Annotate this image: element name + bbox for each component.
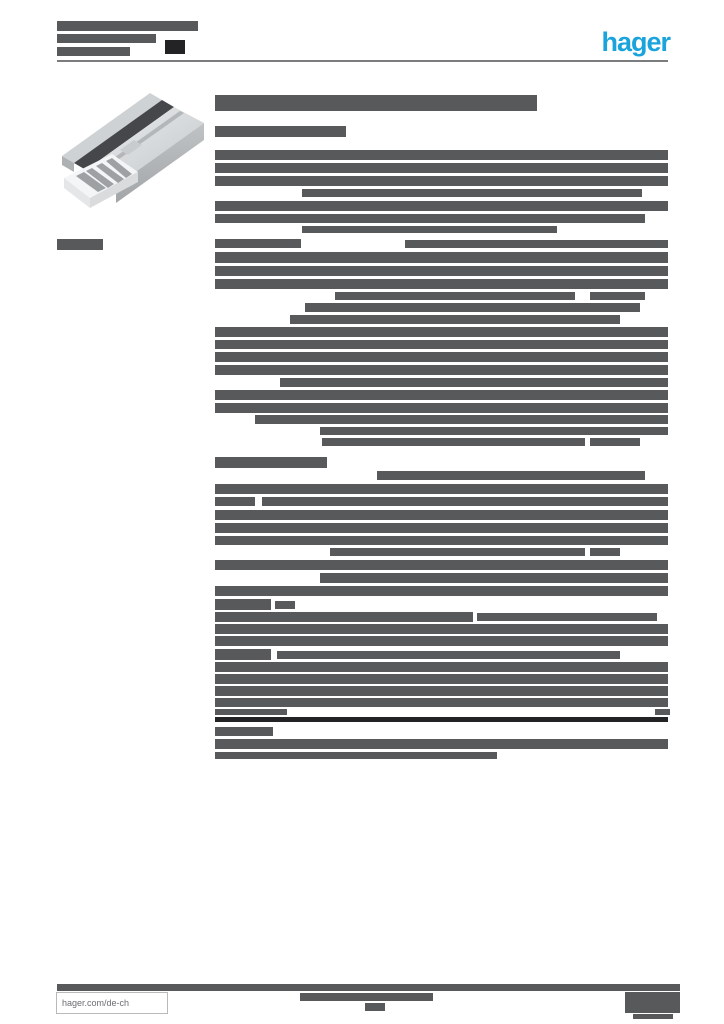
text-line-bar: [215, 340, 668, 349]
text-line-bar: [590, 292, 645, 300]
text-line-bar: [280, 378, 668, 387]
text-line-bar: [215, 536, 668, 545]
section-heading-bar: [215, 457, 327, 468]
text-line-bar: [215, 266, 668, 276]
text-line-bar: [215, 686, 668, 696]
text-line-bar: [305, 303, 640, 312]
section-heading-bar: [215, 126, 346, 137]
product-photo-cable-trunking: [50, 80, 212, 232]
header-badge: [165, 40, 185, 54]
image-caption-bar: [57, 239, 103, 250]
header-line-1: [57, 21, 198, 31]
header-line-2: [57, 34, 156, 43]
text-line-bar: [262, 497, 668, 506]
text-line-bar: [215, 510, 668, 520]
table-rule-bar: [215, 717, 668, 722]
text-line-bar: [215, 624, 668, 634]
footer-right-block: [633, 1014, 673, 1019]
text-line-bar: [255, 415, 668, 424]
text-line-bar: [215, 163, 668, 173]
text-line-bar: [215, 252, 668, 263]
text-line-bar: [290, 315, 620, 324]
text-line-bar: [655, 709, 670, 715]
text-line-bar: [215, 709, 287, 715]
text-line-bar: [215, 365, 668, 375]
footer-url-text: hager.com/de-ch: [62, 998, 130, 1008]
footer-right-block: [625, 992, 680, 1013]
text-line-bar: [590, 548, 620, 556]
footer-center-bar: [365, 1003, 385, 1011]
text-line-bar: [215, 586, 668, 596]
page-title-bar: [215, 95, 537, 111]
text-line-bar: [215, 239, 301, 248]
text-line-bar: [215, 497, 255, 506]
text-line-bar: [215, 612, 473, 622]
text-line-bar: [330, 548, 585, 556]
footer-url-box: hager.com/de-ch: [56, 992, 168, 1014]
text-line-bar: [215, 279, 668, 289]
text-line-bar: [215, 484, 668, 494]
text-line-bar: [215, 214, 645, 223]
text-line-bar: [275, 601, 295, 609]
text-line-bar: [377, 471, 645, 480]
text-line-bar: [215, 403, 668, 413]
text-line-bar: [277, 651, 620, 659]
text-line-bar: [215, 150, 668, 160]
header-line-3: [57, 47, 130, 56]
cable-trunking-illustration: [62, 93, 204, 208]
text-line-bar: [215, 176, 668, 186]
text-line-bar: [477, 613, 657, 621]
footer-center-bar: [300, 993, 433, 1001]
text-line-bar: [215, 662, 668, 672]
footer-rule-bar: [57, 984, 680, 991]
text-line-bar: [320, 573, 668, 583]
text-line-bar: [215, 674, 668, 684]
text-line-bar: [215, 698, 668, 707]
text-line-bar: [215, 752, 497, 759]
text-line-bar: [215, 201, 668, 211]
text-line-bar: [215, 727, 273, 736]
text-line-bar: [215, 523, 668, 533]
text-line-bar: [335, 292, 575, 300]
header-rule: [57, 60, 668, 62]
text-line-bar: [320, 427, 668, 435]
text-line-bar: [215, 390, 668, 400]
section-heading-bar: [215, 599, 271, 610]
text-line-bar: [590, 438, 640, 446]
section-heading-bar: [215, 649, 271, 660]
text-line-bar: [215, 327, 668, 337]
text-line-bar: [215, 352, 668, 362]
text-line-bar: [322, 438, 585, 446]
text-line-bar: [302, 189, 642, 197]
text-line-bar: [215, 739, 668, 749]
text-line-bar: [215, 636, 668, 646]
text-line-bar: [302, 226, 557, 233]
text-line-bar: [215, 560, 668, 570]
hager-logo: hager: [601, 27, 671, 57]
text-line-bar: [405, 240, 668, 248]
